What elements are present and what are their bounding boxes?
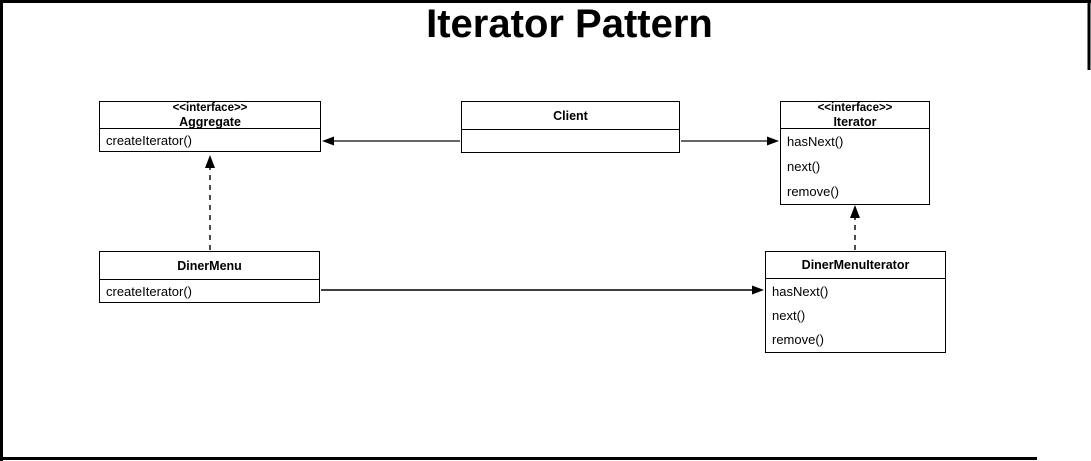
class-iterator-header: <<interface>> Iterator <box>781 102 929 129</box>
method-label: hasNext() <box>772 283 829 299</box>
connector-client-aggregate[interactable] <box>322 136 460 146</box>
connector-dinermenu-implements-aggregate[interactable] <box>205 155 215 250</box>
class-name: DinerMenu <box>177 258 242 273</box>
class-dinermenuiterator[interactable]: DinerMenuIterator hasNext() next() remov… <box>765 251 946 353</box>
diagram-title[interactable]: Iterator Pattern <box>426 2 713 46</box>
class-dinermenuiterator-methods: hasNext() next() remove() <box>766 279 945 352</box>
method-label: remove() <box>772 332 825 348</box>
connector-client-iterator[interactable] <box>681 136 779 146</box>
connector-dinermenuiterator-implements-iterator[interactable] <box>850 205 860 250</box>
class-aggregate-header: <<interface>> Aggregate <box>100 102 320 129</box>
class-dinermenu-methods: createIterator() <box>100 280 319 302</box>
class-aggregate-methods: createIterator() <box>100 129 320 151</box>
class-client[interactable]: Client <box>461 101 680 153</box>
method-label: next() <box>787 159 821 174</box>
method-label: remove() <box>787 184 840 199</box>
class-iterator[interactable]: <<interface>> Iterator hasNext() next() … <box>780 101 930 205</box>
class-dinermenu[interactable]: DinerMenu createIterator() <box>99 251 320 303</box>
class-name: Client <box>553 108 588 123</box>
class-client-methods <box>462 130 679 152</box>
class-name: Aggregate <box>179 114 241 129</box>
class-name: DinerMenuIterator <box>801 258 910 272</box>
class-dinermenuiterator-header: DinerMenuIterator <box>766 252 945 279</box>
arrowhead-up-icon <box>205 155 215 168</box>
arrowhead-right-icon <box>752 285 764 295</box>
method-label: createIterator() <box>106 132 192 148</box>
arrowhead-right-icon <box>767 136 779 146</box>
stereotype-label: <<interface>> <box>172 101 248 114</box>
class-aggregate[interactable]: <<interface>> Aggregate createIterator() <box>99 101 321 152</box>
connector-dinermenu-dinermenuiterator[interactable] <box>321 285 764 295</box>
class-dinermenu-header: DinerMenu <box>100 252 319 280</box>
class-iterator-methods: hasNext() next() remove() <box>781 129 929 204</box>
arrowhead-up-icon <box>850 205 860 218</box>
class-client-header: Client <box>462 102 679 130</box>
stereotype-label: <<interface>> <box>817 101 893 114</box>
method-label: hasNext() <box>787 134 844 149</box>
method-label: next() <box>772 307 806 323</box>
method-label: createIterator() <box>106 283 192 299</box>
arrowhead-left-icon <box>322 136 334 146</box>
class-name: Iterator <box>833 114 877 129</box>
